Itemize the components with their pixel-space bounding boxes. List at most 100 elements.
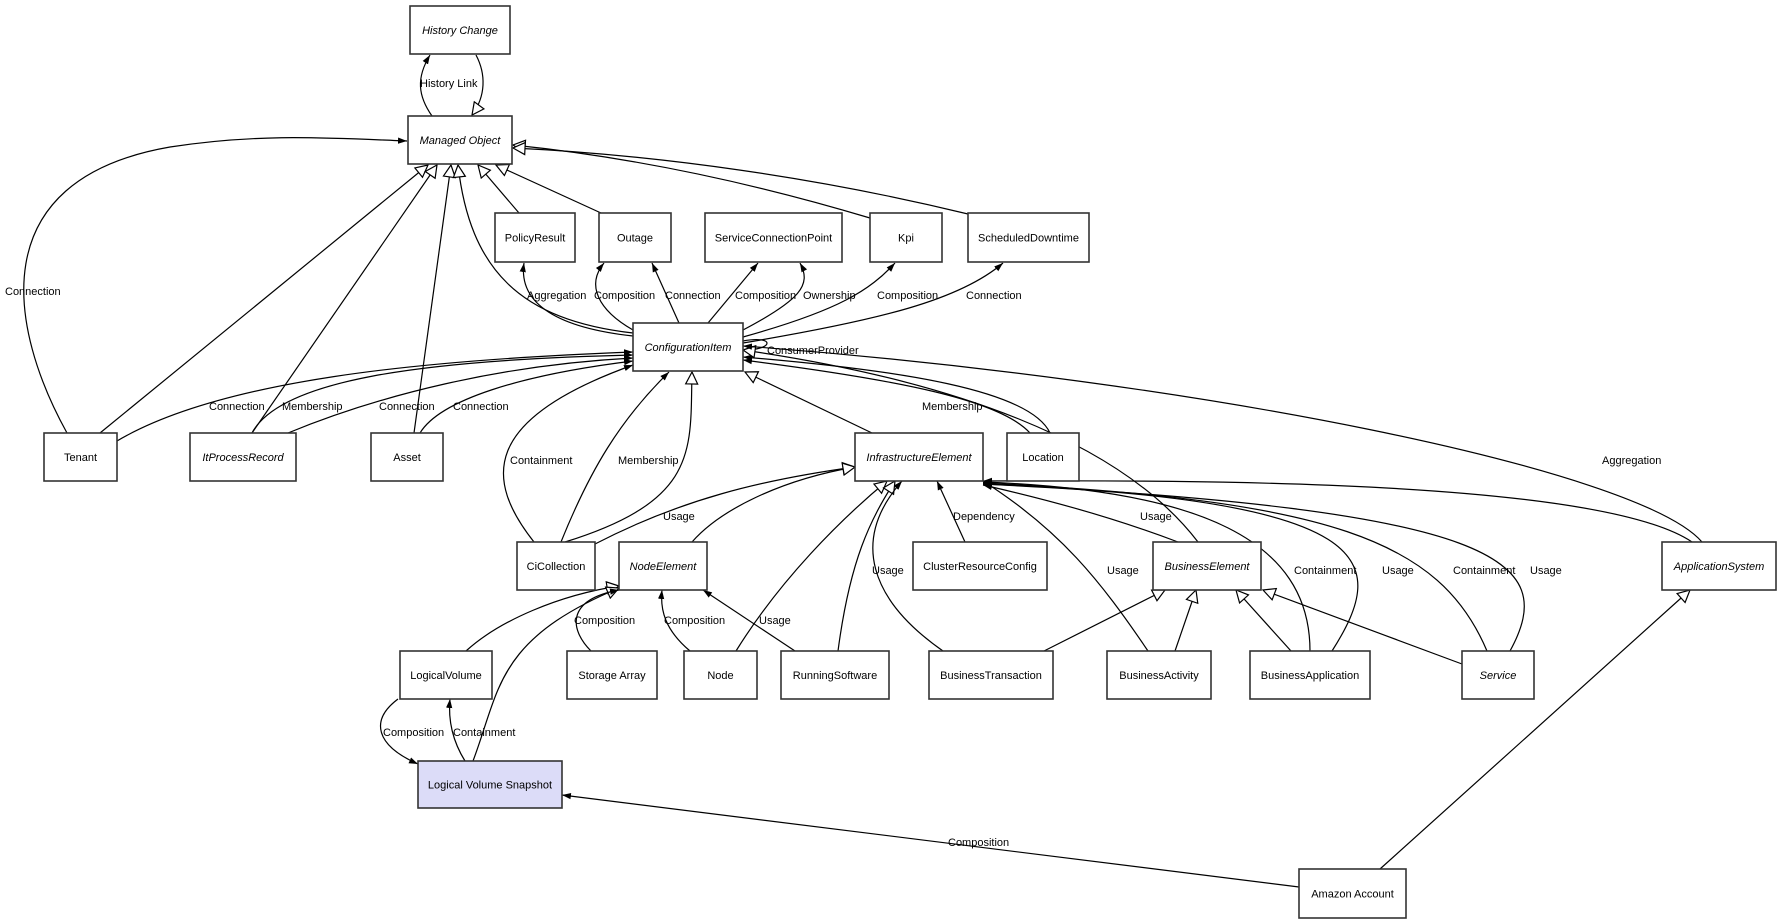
edge-label: Composition	[594, 290, 655, 302]
association-edge-tenant-to-managed_object	[23, 137, 408, 434]
node-box[interactable]	[399, 650, 493, 700]
edge-label: Usage	[1107, 565, 1139, 577]
node-box[interactable]	[407, 115, 513, 165]
node-infrastructure-element[interactable]: InfrastructureElement	[854, 432, 984, 482]
node-scheduled-downtime[interactable]: ScheduledDowntime	[967, 212, 1090, 263]
edge-label: Usage	[663, 511, 695, 523]
node-box[interactable]	[417, 760, 563, 809]
edge-label: Usage	[1382, 565, 1414, 577]
association-edge-tenant-to-configuration_item	[116, 349, 634, 442]
node-tenant[interactable]: Tenant	[43, 432, 118, 482]
node-box[interactable]	[370, 432, 444, 482]
node-policy-result[interactable]: PolicyResult	[494, 212, 576, 263]
node-label: ApplicationSystem	[1673, 561, 1765, 573]
node-label: BusinessElement	[1165, 561, 1251, 573]
node-box[interactable]	[967, 212, 1090, 263]
edge-label: Connection	[379, 401, 435, 413]
node-box[interactable]	[1661, 541, 1777, 591]
node-box[interactable]	[683, 650, 758, 700]
node-logical-volume[interactable]: LogicalVolume	[399, 650, 493, 700]
node-box[interactable]	[869, 212, 943, 263]
node-box[interactable]	[928, 650, 1054, 700]
edge-label: Aggregation	[527, 290, 586, 302]
edge-label: Ownership	[803, 290, 856, 302]
node-label: NodeElement	[630, 561, 698, 573]
node-box[interactable]	[780, 650, 890, 700]
edge-label: Containment	[510, 455, 572, 467]
edge-label: Usage	[1140, 511, 1172, 523]
node-business-transaction[interactable]: BusinessTransaction	[928, 650, 1054, 700]
node-box[interactable]	[912, 541, 1048, 591]
node-box[interactable]	[566, 650, 658, 700]
association-edge-application_system-to-infrastructure_element	[982, 477, 1693, 543]
node-ci-collection[interactable]: CiCollection	[516, 541, 596, 591]
node-running-software[interactable]: RunningSoftware	[780, 650, 890, 700]
inheritance-edge-kpi-to-managed_object	[513, 145, 871, 219]
node-asset[interactable]: Asset	[370, 432, 444, 482]
node-label: Amazon Account	[1311, 889, 1394, 901]
node-cluster-resource-config[interactable]: ClusterResourceConfig	[912, 541, 1048, 591]
node-business-activity[interactable]: BusinessActivity	[1106, 650, 1212, 700]
node-box[interactable]	[632, 322, 744, 372]
node-label: Tenant	[64, 452, 97, 464]
node-box[interactable]	[1006, 432, 1080, 482]
node-box[interactable]	[409, 5, 511, 55]
node-amazon-account[interactable]: Amazon Account	[1298, 868, 1407, 919]
edge-label: Containment	[453, 727, 515, 739]
association-edge-storage_array-to-node_element	[575, 588, 620, 652]
edge-label: Membership	[618, 455, 679, 467]
edge-label: Connection	[5, 286, 61, 298]
node-label: Storage Array	[578, 670, 646, 682]
node-service[interactable]: Service	[1461, 650, 1535, 700]
edge-label: Usage	[1530, 565, 1562, 577]
node-location[interactable]: Location	[1006, 432, 1080, 482]
association-edge-business_transaction-to-infrastructure_element	[872, 480, 944, 652]
node-history-change[interactable]: History Change	[409, 5, 511, 55]
edges-layer	[23, 54, 1703, 888]
node-configuration-item[interactable]: ConfigurationItem	[632, 322, 744, 372]
node-box[interactable]	[1461, 650, 1535, 700]
node-box[interactable]	[1152, 541, 1262, 591]
inheritance-edge-scheduled_downtime-to-managed_object	[513, 148, 969, 215]
edge-label: Composition	[877, 290, 938, 302]
node-it-process-record[interactable]: ItProcessRecord	[189, 432, 297, 482]
node-business-element[interactable]: BusinessElement	[1152, 541, 1262, 591]
node-box[interactable]	[1298, 868, 1407, 919]
inheritance-edge-business_transaction-to-business_element	[1043, 590, 1165, 652]
inheritance-edge-history_change-to-managed_object	[472, 54, 483, 115]
node-box[interactable]	[598, 212, 672, 263]
node-storage-array[interactable]: Storage Array	[566, 650, 658, 700]
node-business-application[interactable]: BusinessApplication	[1249, 650, 1371, 700]
node-node-element[interactable]: NodeElement	[618, 541, 708, 591]
node-logical-volume-snapshot[interactable]: Logical Volume Snapshot	[417, 760, 563, 809]
edge-label: Containment	[1453, 565, 1515, 577]
inheritance-edge-configuration_item-to-managed_object	[458, 165, 634, 334]
association-edge-logical_volume_snapshot-to-logical_volume	[446, 698, 466, 762]
node-box[interactable]	[854, 432, 984, 482]
edge-label: Connection	[665, 290, 721, 302]
node-box[interactable]	[1249, 650, 1371, 700]
node-managed-object[interactable]: Managed Object	[407, 115, 513, 165]
node-box[interactable]	[494, 212, 576, 263]
inheritance-edge-logical_volume-to-node_element	[465, 586, 619, 652]
node-label: Service	[1480, 670, 1517, 682]
node-box[interactable]	[189, 432, 297, 482]
node-box[interactable]	[516, 541, 596, 591]
node-label: BusinessTransaction	[940, 670, 1042, 682]
node-box[interactable]	[704, 212, 843, 263]
node-kpi[interactable]: Kpi	[869, 212, 943, 263]
node-application-system[interactable]: ApplicationSystem	[1661, 541, 1777, 591]
node-outage[interactable]: Outage	[598, 212, 672, 263]
edge-label: Dependency	[953, 511, 1015, 523]
node-box[interactable]	[1106, 650, 1212, 700]
node-label: BusinessApplication	[1261, 670, 1359, 682]
node-box[interactable]	[43, 432, 118, 482]
node-service-connection-point[interactable]: ServiceConnectionPoint	[704, 212, 843, 263]
node-node[interactable]: Node	[683, 650, 758, 700]
node-label: CiCollection	[527, 561, 586, 573]
node-box[interactable]	[618, 541, 708, 591]
inheritance-edge-outage-to-managed_object	[496, 165, 602, 214]
edge-label: Composition	[383, 727, 444, 739]
inheritance-edge-infrastructure_element-to-configuration_item	[745, 372, 873, 434]
